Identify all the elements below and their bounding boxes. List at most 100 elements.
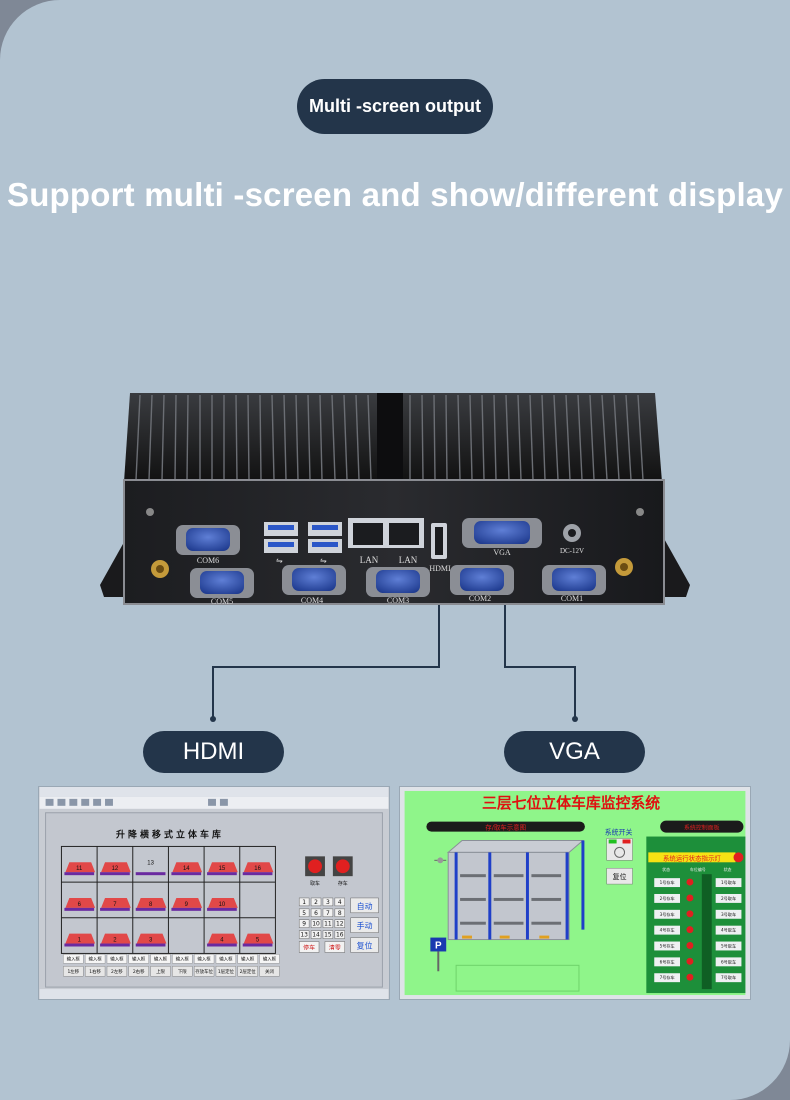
store-slot-button[interactable]: 4号存车: [654, 925, 681, 935]
svg-text:自动: 自动: [357, 901, 373, 911]
svg-text:6号存车: 6号存车: [660, 958, 675, 964]
vga-output-pill: VGA: [504, 731, 645, 773]
bottom-button[interactable]: 关闭: [265, 968, 274, 975]
retrieve-slot-button[interactable]: 1号取车: [715, 878, 742, 888]
parking-sign: P: [430, 937, 447, 972]
system-switch[interactable]: [606, 838, 633, 861]
svg-text:6: 6: [78, 902, 82, 908]
svg-text:16: 16: [254, 866, 261, 872]
parking-slot[interactable]: 9: [171, 897, 203, 911]
vga-port-label: VGA: [493, 548, 511, 557]
retrieve-slot-button[interactable]: 5号取车: [715, 941, 742, 951]
retrieve-slot-button[interactable]: 2号取车: [715, 893, 742, 903]
bottom-button[interactable]: 1右移: [89, 968, 101, 975]
store-car-button[interactable]: 存车: [332, 856, 353, 887]
retrieve-slot-button[interactable]: 6号取车: [715, 957, 742, 967]
hdmi-screen: 升 降 横 移 式 立 体 车 库 11 12 13 14 15 16 6 7 …: [38, 786, 390, 1000]
parking-slot[interactable]: 14: [171, 862, 203, 876]
svg-text:6: 6: [314, 910, 318, 917]
parking-slot[interactable]: 8: [135, 897, 167, 911]
svg-text:11: 11: [324, 921, 332, 928]
input-label: 输入框: [176, 955, 190, 962]
bottom-button[interactable]: 2右移: [133, 968, 145, 975]
hdmi-port: [431, 523, 447, 559]
parking-slot[interactable]: 2: [100, 933, 131, 947]
svg-text:存车: 存车: [338, 880, 348, 887]
manual-button[interactable]: 手动: [350, 917, 379, 933]
svg-text:3号取车: 3号取车: [721, 911, 736, 917]
vga-screen: 三层七位立体车库监控系统 存/取车示意图 P: [399, 786, 751, 1000]
bottom-button[interactable]: 2层定位: [240, 968, 257, 975]
input-label: 输入框: [67, 955, 81, 962]
multi-screen-output-pill: Multi -screen output: [297, 79, 493, 134]
take-car-button[interactable]: 取车: [305, 856, 325, 887]
vga-screen-title: 三层七位立体车库监控系统: [482, 794, 660, 812]
bottom-button[interactable]: 1层定位: [218, 968, 235, 975]
dc-label: DC-12V: [560, 547, 584, 555]
store-slot-button[interactable]: 7号存车: [654, 973, 681, 983]
parking-slot[interactable]: 5: [242, 933, 274, 947]
parking-slot[interactable]: 11: [64, 862, 96, 876]
parking-slot[interactable]: 12: [100, 862, 131, 876]
svg-text:5: 5: [302, 910, 306, 917]
bottom-button[interactable]: 上限: [156, 968, 165, 975]
parking-slot[interactable]: 4: [207, 933, 238, 947]
svg-text:清零: 清零: [329, 943, 341, 951]
parking-slot[interactable]: 3: [135, 933, 167, 947]
store-slot-button[interactable]: 3号存车: [654, 909, 681, 919]
bottom-button[interactable]: 2左移: [111, 968, 123, 975]
hdmi-output-label: HDMI: [182, 738, 245, 765]
svg-text:9: 9: [302, 921, 306, 928]
svg-text:8: 8: [338, 910, 342, 917]
svg-text:7号存车: 7号存车: [660, 974, 675, 980]
stop-button[interactable]: 停车: [298, 941, 320, 953]
vga-reset-button[interactable]: 复位: [606, 867, 633, 885]
reset-button[interactable]: 复位: [350, 937, 379, 953]
com3-port: [366, 567, 430, 597]
svg-text:2: 2: [314, 899, 318, 906]
parking-slot[interactable]: 6: [64, 897, 96, 911]
store-slot-button[interactable]: 5号存车: [654, 941, 681, 951]
bottom-button[interactable]: 1左移: [67, 968, 79, 975]
parking-slot[interactable]: 15: [207, 862, 238, 876]
parking-slot[interactable]: 13: [135, 860, 166, 876]
store-slot-button[interactable]: 6号存车: [654, 957, 681, 967]
com4-label: COM4: [301, 596, 323, 605]
col-header: 状态: [662, 867, 670, 872]
system-switch-label: 系统开关: [605, 828, 633, 837]
svg-text:4号取车: 4号取车: [721, 927, 736, 933]
svg-text:5号存车: 5号存车: [660, 942, 675, 948]
status-lamps: [686, 878, 694, 981]
parking-slot[interactable]: 7: [100, 897, 131, 911]
svg-text:停车: 停车: [303, 943, 315, 951]
svg-text:8: 8: [149, 902, 153, 908]
hdmi-screen-title: 升 降 横 移 式 立 体 车 库: [116, 829, 221, 841]
bottom-button[interactable]: 下限: [178, 968, 187, 975]
parking-slot[interactable]: 16: [242, 862, 274, 876]
svg-text:2: 2: [113, 938, 116, 944]
retrieve-slot-button[interactable]: 7号取车: [715, 973, 742, 983]
svg-text:14: 14: [312, 932, 320, 939]
svg-text:6号取车: 6号取车: [721, 958, 736, 964]
svg-text:3: 3: [326, 899, 330, 906]
retrieve-slot-button[interactable]: 4号取车: [715, 925, 742, 935]
svg-text:4: 4: [338, 899, 342, 906]
svg-text:15: 15: [219, 866, 226, 872]
parking-slot[interactable]: 1: [64, 933, 96, 947]
retrieve-slot-button[interactable]: 3号取车: [715, 909, 742, 919]
store-slot-button[interactable]: 1号存车: [654, 878, 681, 888]
input-label: 输入框: [132, 955, 146, 962]
svg-text:1号存车: 1号存车: [660, 879, 675, 885]
parking-slot[interactable]: 10: [207, 897, 238, 911]
com1-port: [542, 565, 606, 595]
svg-text:5号取车: 5号取车: [721, 942, 736, 948]
auto-button[interactable]: 自动: [350, 897, 379, 914]
garage-diagram-title: 存/取车示意图: [485, 823, 526, 832]
store-slot-button[interactable]: 2号存车: [654, 893, 681, 903]
clear-button[interactable]: 清零: [324, 941, 346, 953]
svg-text:复位: 复位: [357, 940, 373, 950]
input-label: 输入框: [263, 955, 277, 962]
svg-text:13: 13: [147, 860, 154, 866]
bottom-button[interactable]: 存放车位: [195, 968, 213, 975]
